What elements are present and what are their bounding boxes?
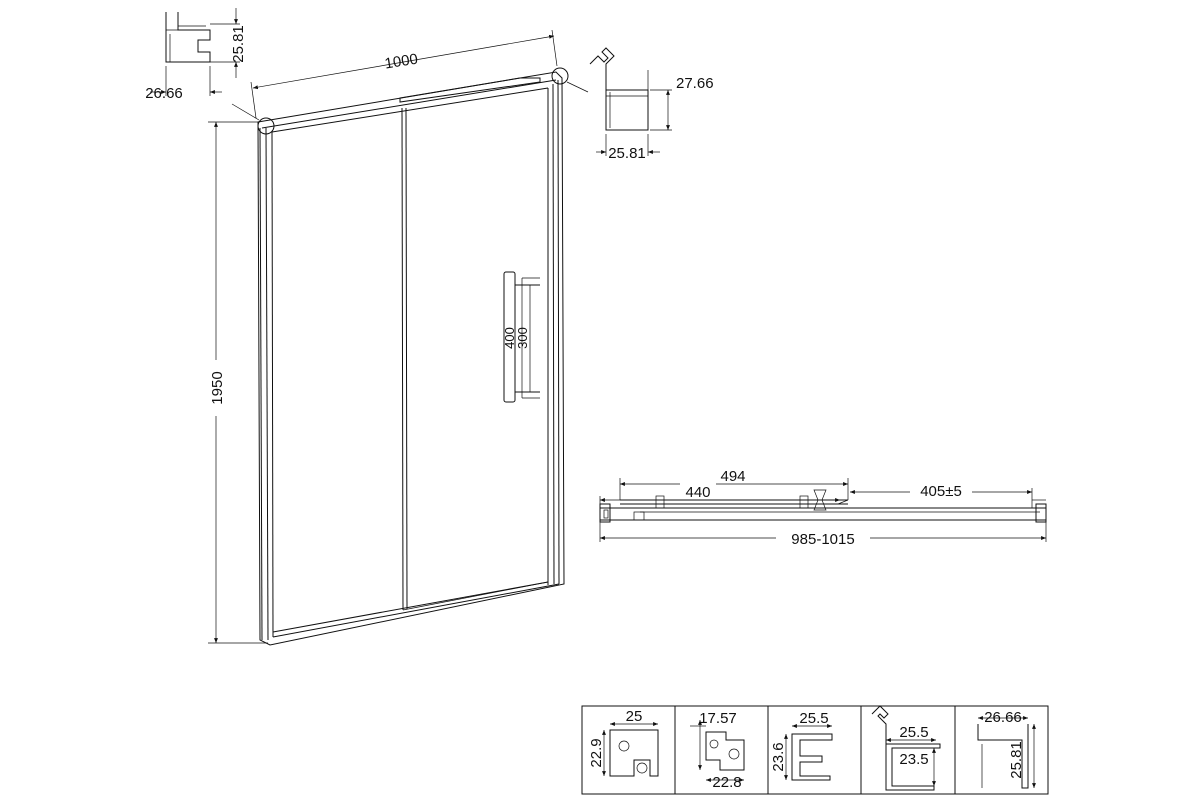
profile-table-border [581, 705, 1049, 795]
plan-dim-405: 405±5 [920, 483, 962, 500]
profile-4-top-dim: 25.5 [899, 724, 928, 741]
door-handle [503, 271, 516, 403]
plan-view: 494 440 405±5 985-1015 [599, 468, 1047, 548]
handle-outer-dim: 400 [502, 327, 517, 349]
detail-callout-left [257, 117, 275, 135]
profile-cell-5: 26.66 25.81 [977, 709, 1036, 789]
width-dim: 1000 [383, 51, 419, 73]
profile-1-top-dim: 25 [626, 708, 643, 725]
profile-2-bottom-dim: 22.8 [712, 774, 741, 791]
profile-cell-1: 25 22.9 [588, 708, 659, 777]
profile-5-top-dim: 26.66 [984, 709, 1022, 726]
profile-2-top-dim: 17.57 [699, 710, 737, 727]
plan-dim-494: 494 [720, 468, 745, 485]
profile-cell-3: 25.5 23.6 [770, 710, 833, 781]
door-outer-frame [257, 71, 565, 646]
detail-right-width-dim: 25.81 [608, 145, 646, 162]
plan-roller-right [799, 495, 809, 509]
handle-inner-dim: 300 [515, 327, 530, 349]
profile-3-top-dim: 25.5 [799, 710, 828, 727]
profile-4-side-dim: 23.5 [899, 751, 928, 768]
detail-left-width-dim: 26.66 [145, 85, 183, 102]
profile-table: 25 22.9 17.57 22.8 25.5 23.6 25. [581, 705, 1049, 795]
front-view: 400 300 1000 1950 [204, 29, 589, 646]
profile-cell-2: 17.57 22.8 [690, 710, 745, 791]
plan-right-profile [1035, 503, 1047, 523]
detail-left: 25.81 26.66 [145, 8, 247, 102]
plan-dim-overall: 985-1015 [791, 531, 854, 548]
profile-1-side-dim: 22.9 [588, 738, 605, 767]
detail-right: 27.66 25.81 [589, 47, 714, 162]
plan-left-profile [599, 503, 611, 523]
detail-right-height-dim: 27.66 [676, 75, 714, 92]
plan-dim-440: 440 [685, 484, 710, 501]
profile-cell-4: 25.5 23.5 [871, 705, 941, 791]
profile-5-side-dim: 25.81 [1008, 741, 1025, 779]
plan-roller-left [655, 495, 665, 509]
height-dim: 1950 [209, 371, 226, 404]
detail-callout-right [551, 67, 569, 85]
top-roller-track [399, 77, 541, 103]
profile-3-side-dim: 23.6 [770, 742, 787, 771]
detail-left-height-dim: 25.81 [230, 25, 247, 63]
